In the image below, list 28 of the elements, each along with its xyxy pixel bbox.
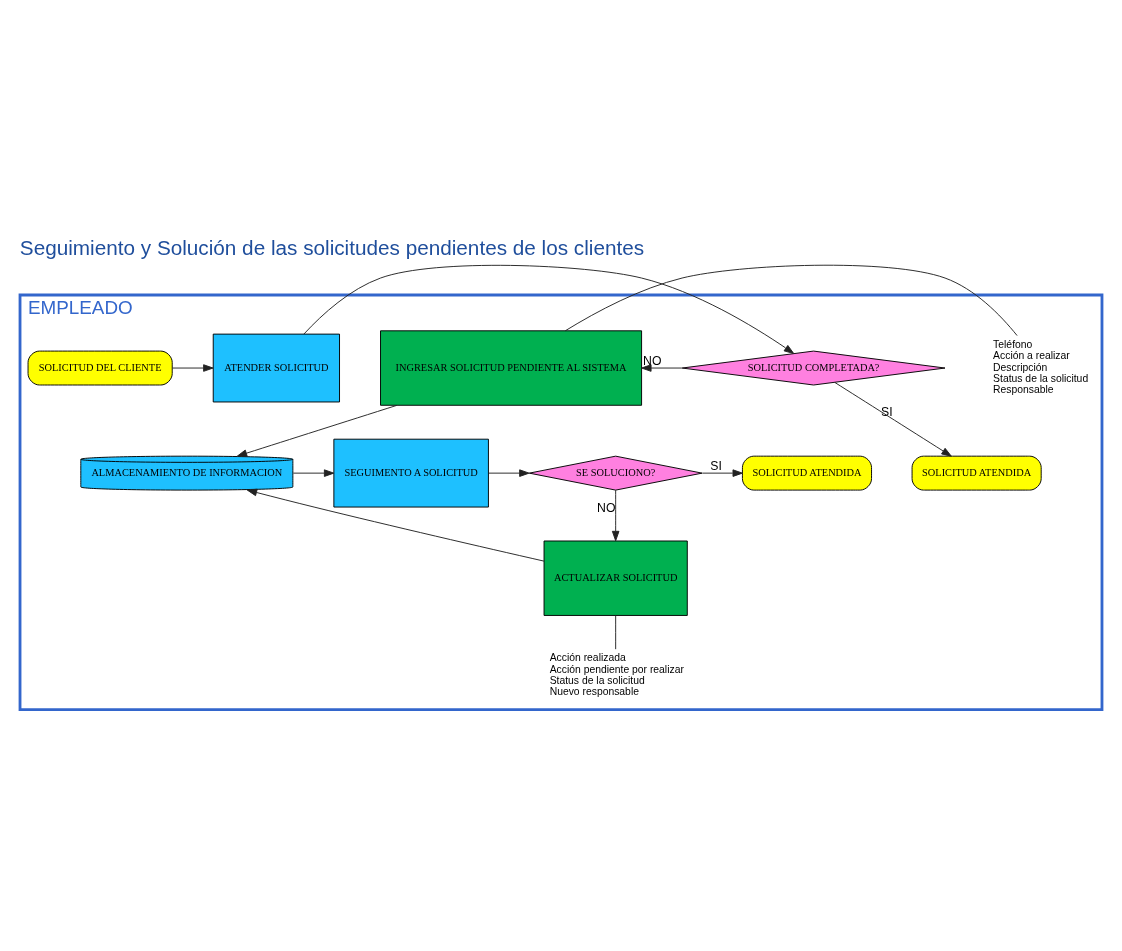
arrow	[488, 468, 530, 477]
diagram-title: Seguimiento y Solución de las solicitudes pendientes de los clientes	[19, 235, 645, 259]
node-box: ACTUALIZAR SOLICITUD	[543, 540, 688, 616]
node-text: Teléfono Acción a realizar Descripción Status de la solicitud Responsable	[993, 338, 1089, 395]
edge-label: NO	[643, 353, 662, 368]
edge-label: SI	[881, 404, 893, 419]
node-box: INGRESAR SOLICITUD PENDIENTE AL SISTEMA	[380, 329, 643, 406]
connector	[564, 264, 1018, 336]
node-diamond: SOLICITUD COMPLETADA?	[681, 350, 946, 385]
node-diamond: SE SOLUCIONO?	[528, 455, 703, 491]
arrow	[171, 363, 214, 372]
edge-label: NO	[597, 500, 616, 515]
node-box: ATENDER SOLICITUD	[212, 333, 340, 402]
arrow	[246, 488, 545, 562]
arrow	[303, 264, 795, 354]
arrow	[236, 404, 398, 457]
connector	[615, 614, 617, 650]
node-box: SOLICITUD ATENDIDA	[741, 455, 872, 491]
arrow	[701, 468, 743, 477]
arrow	[611, 489, 620, 541]
arrow	[834, 381, 952, 457]
node-box: SOLICITUD DEL CLIENTE	[27, 350, 173, 385]
node-box: SEGUIMENTO A SOLICITUD	[333, 438, 489, 508]
arrow	[292, 468, 335, 477]
edge-label: SI	[710, 458, 722, 473]
node-text: Acción realizada Acción pendiente por realizar Status de la solicitud Nuevo responsable	[549, 651, 684, 697]
arrow	[641, 363, 683, 372]
node-box: SOLICITUD ATENDIDA	[911, 455, 1042, 491]
